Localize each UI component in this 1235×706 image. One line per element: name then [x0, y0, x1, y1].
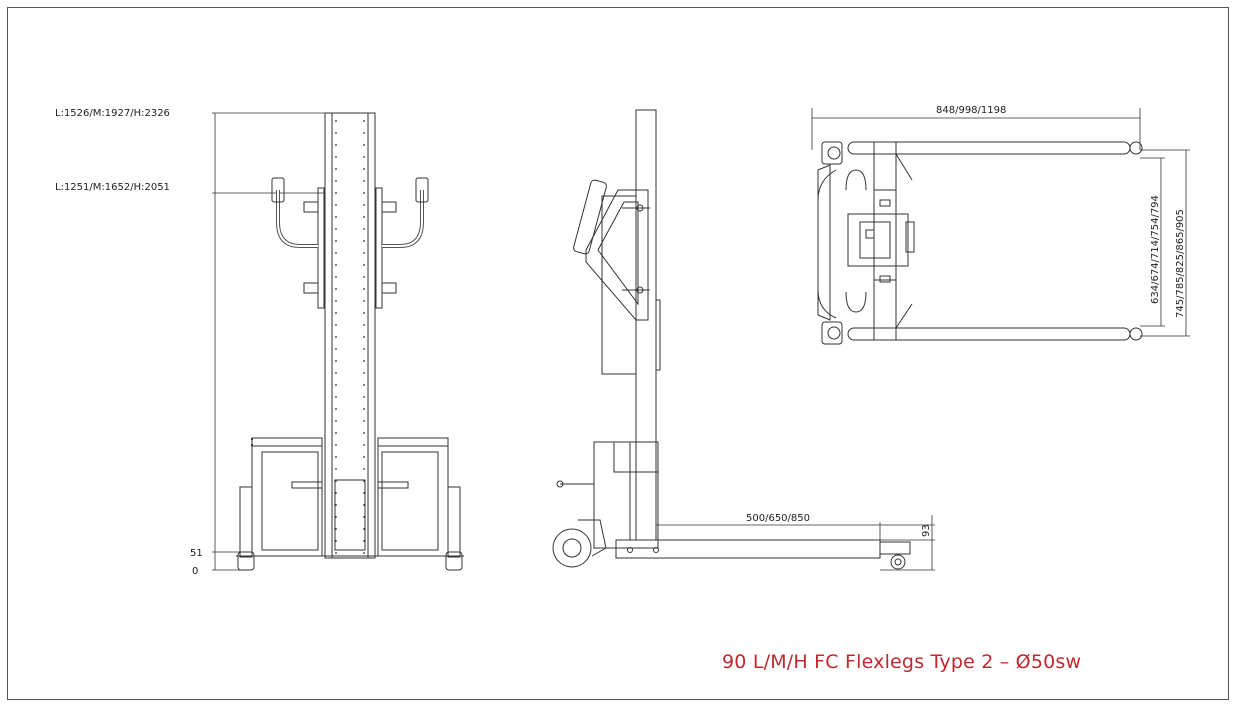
front-handle-height-label: L:1251/M:1652/H:2051: [55, 182, 170, 193]
top-outer-width-label: 745/785/825/865/905: [1175, 209, 1186, 318]
side-leg-height-label: 93: [921, 524, 932, 537]
side-view: [552, 109, 935, 571]
front-base-low-label: 51: [190, 548, 203, 559]
front-top-height-label: L:1526/M:1927/H:2326: [55, 108, 170, 119]
top-overall-length-label: 848/998/1198: [936, 105, 1006, 116]
front-view: [212, 112, 464, 571]
top-inner-width-label: 634/674/714/754/794: [1150, 195, 1161, 304]
side-leg-length-label: 500/650/850: [746, 513, 810, 524]
front-base-zero-label: 0: [192, 566, 198, 577]
drawing-title: 90 L/M/H FC Flexlegs Type 2 – Ø50sw: [722, 651, 1082, 673]
top-view: [811, 108, 1190, 345]
drawing-frame: [7, 7, 1229, 700]
